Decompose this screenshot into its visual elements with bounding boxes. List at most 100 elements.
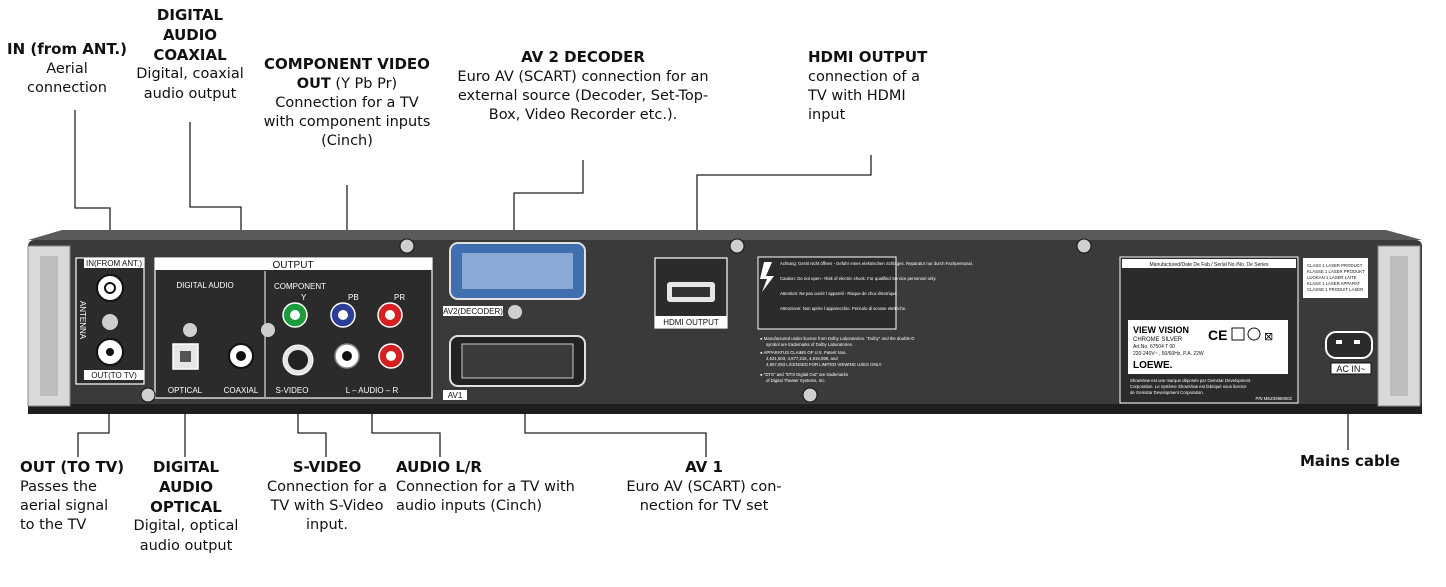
callout-desc-line: Euro AV (SCART) connection for an	[457, 68, 709, 85]
model-text: CHROME SILVER	[1133, 337, 1183, 343]
callout-hdmi-output: HDMI OUTPUT connection of a TV with HDMI…	[808, 48, 938, 125]
callout-desc-line: external source (Decoder, Set-Top-	[457, 87, 709, 104]
callout-mains-cable: Mains cable	[1285, 452, 1415, 472]
callout-in-from-ant: IN (from ANT.) Aerial connection	[2, 40, 132, 98]
ce-mark-icon: CE	[1208, 327, 1227, 343]
callout-title: AUDIO	[162, 25, 218, 44]
power-text: 220-240V~ , 50/60Hz, P.A. 22W	[1133, 351, 1204, 357]
callout-desc-line: Connection for a TV	[275, 94, 419, 111]
callout-digital-audio-optical: DIGITAL AUDIO OPTICAL Digital, optical a…	[124, 458, 248, 556]
pb-text: PB	[348, 293, 359, 302]
scart-av2[interactable]	[449, 242, 586, 300]
callout-out-to-tv: OUT (TO TV) Passes the aerial signal to …	[20, 458, 130, 535]
laser-4: KLASS 1 LASER APPARAT	[1307, 281, 1360, 286]
callout-desc-line: Digital, coaxial	[136, 66, 244, 83]
callout-desc-line: input.	[306, 517, 348, 534]
laser-5: CLASSE 1 PRODUIT LASER	[1307, 287, 1363, 292]
callout-title: OUT (TO TV)	[20, 458, 125, 476]
dolby-3: ● APPARATUS CLAIMS OF U.S. Patent Nos.	[760, 350, 847, 355]
callout-av2-decoder: AV 2 DECODER Euro AV (SCART) connection …	[448, 48, 718, 125]
callout-title: AV 1	[685, 458, 723, 476]
callout-desc-line: with component inputs	[263, 114, 431, 131]
callout-desc-line: input	[808, 107, 846, 124]
callout-desc-line: aerial signal	[20, 497, 109, 514]
callout-desc-line: Connection for a	[266, 478, 388, 495]
callout-title: S-VIDEO	[292, 458, 362, 476]
callout-desc-line: (Cinch)	[321, 133, 373, 150]
callout-title: AUDIO L/R	[396, 458, 482, 476]
warning-label: Achtung: Gerät nicht öffnen - Gefahr ein…	[757, 256, 973, 330]
art-no-text: Art.No. 67504 T 00	[1133, 344, 1175, 350]
callout-desc-line: to the TV	[20, 517, 87, 534]
laser-label: CLASS 1 LASER PRODUCT KLASSE 1 LASER PRO…	[1303, 258, 1368, 298]
in-from-ant-text: IN(FROM ANT.)	[86, 259, 142, 268]
warning-1: Achtung: Gerät nicht öffnen - Gefahr ein…	[780, 261, 973, 266]
showview-3: de Gemstar Development Corporation.	[1130, 390, 1204, 395]
av2-decoder-text: AV2(DECODER)	[443, 307, 503, 316]
callout-title: IN (from ANT.)	[7, 40, 127, 58]
callout-desc-line: audio output	[143, 85, 237, 102]
antenna-text: ANTENNA	[78, 301, 87, 340]
callout-desc-line: audio output	[139, 537, 233, 554]
antenna-block: IN(FROM ANT.) ANTENNA OUT(TO TV)	[75, 257, 145, 385]
pn-text: P/N MEZ39960002	[1255, 396, 1292, 401]
ac-in-socket[interactable]	[1325, 331, 1373, 359]
callout-title: DIGITAL	[156, 6, 224, 24]
laser-2: KLASSE 1 LASER PRODUKT	[1307, 269, 1365, 274]
scart-av1[interactable]	[449, 335, 586, 387]
callout-av1: AV 1 Euro AV (SCART) con- nection for TV…	[604, 458, 804, 516]
bin-disposal-icon: ⊠	[1264, 330, 1273, 343]
callout-desc-line: Passes the	[20, 478, 97, 495]
manufactured-text: Manufactured/Date De Fab./ Serial No./No…	[1150, 262, 1269, 268]
callout-component: COMPONENT VIDEO OUT (Y Pb Pr) Connection…	[252, 55, 442, 151]
s-video-text: S-VIDEO	[276, 386, 309, 395]
dolby-7: of Digital Theater Systems, Inc.	[766, 378, 826, 383]
callout-title: OPTICAL	[150, 497, 222, 516]
hdmi-output-text: HDMI OUTPUT	[663, 318, 719, 327]
warning-3: Attention: Ne pas ouvrir l appareil - Ri…	[780, 291, 898, 296]
callout-desc-line: Box, Video Recorder etc.).	[488, 107, 678, 124]
coaxial-text: COAXIAL	[224, 386, 259, 395]
hdmi-block: HDMI OUTPUT	[654, 257, 728, 329]
output-block: OUTPUT DIGITAL AUDIO COMPONENT Y PB PR O…	[154, 257, 433, 399]
laser-1: CLASS 1 LASER PRODUCT	[1307, 263, 1363, 268]
dolby-2: symbol are trademarks of Dolby Laborator…	[766, 342, 853, 347]
callout-title: OUT	[296, 75, 331, 92]
ac-in-text: AC IN~	[1336, 364, 1365, 374]
out-to-tv-text: OUT(TO TV)	[91, 371, 137, 380]
callout-title: COAXIAL	[153, 45, 227, 64]
callout-title: AV 2 DECODER	[521, 48, 645, 66]
dolby-4: 4,631,603, 4,577,216, 4,819,098, and	[766, 356, 838, 361]
y-text: Y	[301, 293, 307, 302]
callout-desc-line: Aerial	[46, 60, 88, 77]
callout-desc-line: nection for TV set	[639, 497, 769, 514]
callout-s-video: S-VIDEO Connection for a TV with S-Video…	[254, 458, 400, 535]
rating-label: Manufactured/Date De Fab./ Serial No./No…	[1119, 256, 1299, 404]
callout-desc-line: Euro AV (SCART) con-	[626, 478, 782, 495]
callout-title: HDMI OUTPUT	[808, 48, 928, 66]
laser-3: LUOKAN 1 LASER LAITE	[1307, 275, 1357, 280]
callout-title-suffix: (Y Pb Pr)	[330, 75, 398, 92]
pr-text: PR	[394, 293, 405, 302]
output-text: OUTPUT	[272, 260, 313, 271]
warning-4: Attenzione: Non aprire l apparecchio. Pe…	[780, 306, 906, 311]
audio-lr-text: L – AUDIO – R	[346, 386, 399, 395]
callout-title: Mains cable	[1299, 452, 1401, 470]
brand-text: VIEW VISION	[1133, 325, 1189, 335]
av1-text: AV1	[448, 391, 463, 400]
callout-title: COMPONENT VIDEO	[264, 55, 430, 73]
callout-desc-line: TV with HDMI	[808, 87, 906, 104]
callout-desc-line: connection	[27, 79, 107, 96]
loewe-text: LOEWE.	[1133, 360, 1173, 371]
dolby-text-block: ● Manufactured under license from Dolby …	[760, 336, 914, 383]
callout-digital-audio-coaxial: DIGITAL AUDIO COAXIAL Digital, coaxial a…	[130, 6, 250, 104]
digital-audio-text: DIGITAL AUDIO	[176, 281, 233, 290]
dolby-1: ● Manufactured under license from Dolby …	[760, 336, 914, 341]
showview-1: ShowView est une marque déposée par Gems…	[1130, 378, 1251, 383]
callout-title: DIGITAL	[152, 458, 220, 476]
showview-2: Corporation. Le système ShowView est fab…	[1130, 384, 1247, 389]
callout-audio-lr: AUDIO L/R Connection for a TV with audio…	[396, 458, 592, 516]
callout-desc-line: TV with S-Video	[270, 497, 384, 514]
component-text: COMPONENT	[274, 282, 326, 291]
